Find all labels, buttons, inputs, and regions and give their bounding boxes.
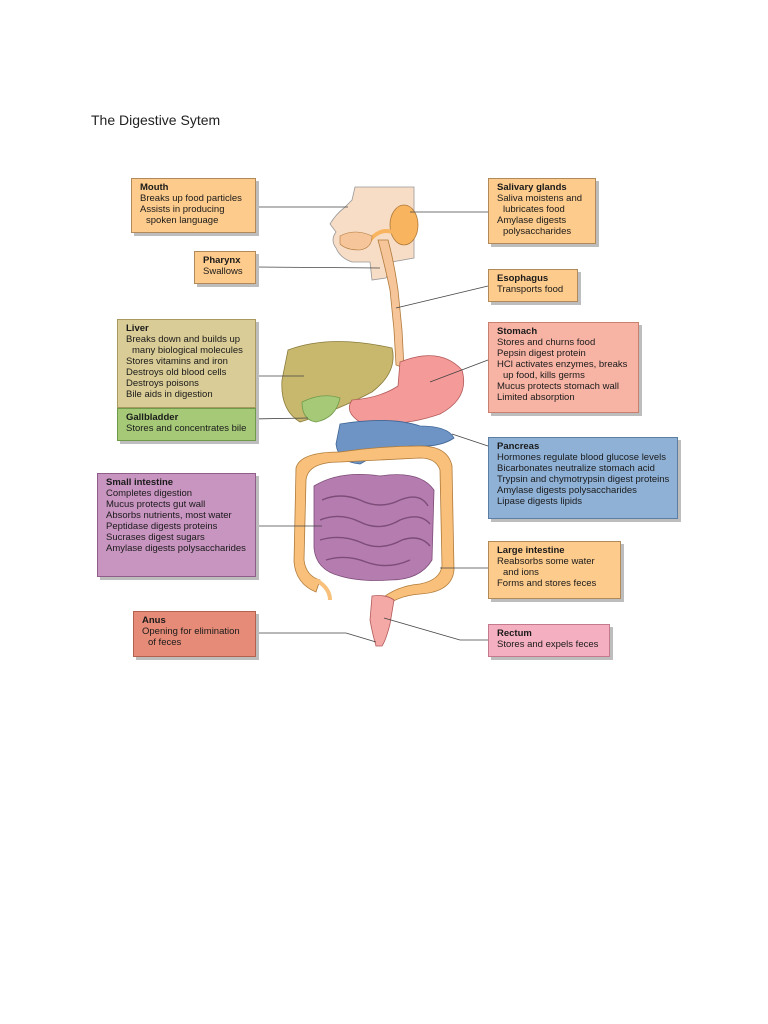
stomach-label-box: Stomach Stores and churns food Pepsin di… bbox=[488, 322, 639, 413]
head-silhouette bbox=[329, 186, 415, 281]
rectum-line-1: Stores and expels feces bbox=[497, 639, 599, 650]
pharynx-line-1: Swallows bbox=[203, 266, 243, 277]
large-intestine-title: Large intestine bbox=[497, 545, 565, 556]
pancreas-line-1: Hormones regulate blood glucose levels bbox=[497, 452, 666, 463]
salivary-glands-line-1: Saliva moistens and bbox=[497, 193, 583, 204]
small-intestine-line-2: Mucus protects gut wall bbox=[106, 499, 206, 510]
mouth-line-3: spoken language bbox=[146, 215, 219, 226]
liver-line-3: Stores vitamins and iron bbox=[126, 356, 228, 367]
salivary-glands-line-2: lubricates food bbox=[503, 204, 565, 215]
esophagus-title: Esophagus bbox=[497, 273, 549, 284]
small-intestine-title: Small intestine bbox=[106, 477, 174, 488]
salivary-glands-line-3: Amylase digests bbox=[497, 215, 567, 226]
stomach-line-4: up food, kills germs bbox=[503, 370, 585, 381]
esophagus-line-1: Transports food bbox=[497, 284, 564, 295]
mouth-label-box: Mouth Breaks up food particles Assists i… bbox=[131, 178, 256, 233]
large-intestine-line-3: Forms and stores feces bbox=[497, 578, 597, 589]
small-intestine-shape bbox=[313, 474, 435, 581]
mouth-title: Mouth bbox=[140, 182, 169, 193]
salivary-glands-line-4: polysaccharides bbox=[503, 226, 572, 237]
liver-title: Liver bbox=[126, 323, 149, 334]
liver-label-box: Liver Breaks down and builds up many bio… bbox=[117, 319, 256, 408]
small-intestine-line-6: Amylase digests polysaccharides bbox=[106, 543, 246, 554]
anus-line-2: of feces bbox=[148, 637, 182, 648]
large-intestine-shape bbox=[293, 445, 455, 609]
salivary-gland-shape bbox=[389, 204, 419, 246]
pancreas-line-2: Bicarbonates neutralize stomach acid bbox=[497, 463, 655, 474]
large-intestine-line-2: and ions bbox=[503, 567, 539, 578]
large-intestine-label-box: Large intestine Reabsorbs some water and… bbox=[488, 541, 621, 599]
page-title: The Digestive Sytem bbox=[91, 112, 221, 128]
stomach-line-3: HCl activates enzymes, breaks bbox=[497, 359, 628, 370]
small-intestine-line-4: Peptidase digests proteins bbox=[106, 521, 218, 532]
gallbladder-line-1: Stores and concentrates bile bbox=[126, 423, 247, 434]
pancreas-title: Pancreas bbox=[497, 441, 540, 452]
stomach-line-6: Limited absorption bbox=[497, 392, 575, 403]
gallbladder-title: Gallbladder bbox=[126, 412, 179, 423]
esophagus-label-box: Esophagus Transports food bbox=[488, 269, 578, 302]
gallbladder-shape bbox=[301, 395, 341, 423]
pharynx-title: Pharynx bbox=[203, 255, 241, 266]
rectum-title: Rectum bbox=[497, 628, 532, 639]
rectum-label-box: Rectum Stores and expels feces bbox=[488, 624, 610, 657]
pancreas-label-box: Pancreas Hormones regulate blood glucose… bbox=[488, 437, 678, 519]
anus-label-box: Anus Opening for elimination of feces bbox=[133, 611, 256, 657]
liver-line-4: Destroys old blood cells bbox=[126, 367, 227, 378]
pancreas-line-3: Trypsin and chymotrypsin digest proteins bbox=[497, 474, 670, 485]
small-intestine-line-1: Completes digestion bbox=[106, 488, 193, 499]
stomach-title: Stomach bbox=[497, 326, 538, 337]
anus-title: Anus bbox=[142, 615, 166, 626]
large-intestine-line-1: Reabsorbs some water bbox=[497, 556, 595, 567]
small-intestine-line-5: Sucrases digest sugars bbox=[106, 532, 205, 543]
pancreas-line-4: Amylase digests polysaccharides bbox=[497, 485, 637, 496]
stomach-line-1: Stores and churns food bbox=[497, 337, 596, 348]
rectum-shape bbox=[369, 595, 395, 647]
salivary-glands-label-box: Salivary glands Saliva moistens and lubr… bbox=[488, 178, 596, 244]
liver-line-6: Bile aids in digestion bbox=[126, 389, 213, 400]
pancreas-line-5: Lipase digests lipids bbox=[497, 496, 583, 507]
mouth-line-1: Breaks up food particles bbox=[140, 193, 242, 204]
stomach-line-2: Pepsin digest protein bbox=[497, 348, 586, 359]
liver-line-5: Destroys poisons bbox=[126, 378, 199, 389]
stomach-line-5: Mucus protects stomach wall bbox=[497, 381, 619, 392]
gallbladder-label-box: Gallbladder Stores and concentrates bile bbox=[117, 408, 256, 441]
anus-line-1: Opening for elimination bbox=[142, 626, 240, 637]
small-intestine-line-3: Absorbs nutrients, most water bbox=[106, 510, 232, 521]
liver-line-2: many biological molecules bbox=[132, 345, 243, 356]
pharynx-label-box: Pharynx Swallows bbox=[194, 251, 256, 284]
mouth-line-2: Assists in producing bbox=[140, 204, 225, 215]
liver-line-1: Breaks down and builds up bbox=[126, 334, 241, 345]
salivary-glands-title: Salivary glands bbox=[497, 182, 567, 193]
small-intestine-label-box: Small intestine Completes digestion Mucu… bbox=[97, 473, 256, 577]
